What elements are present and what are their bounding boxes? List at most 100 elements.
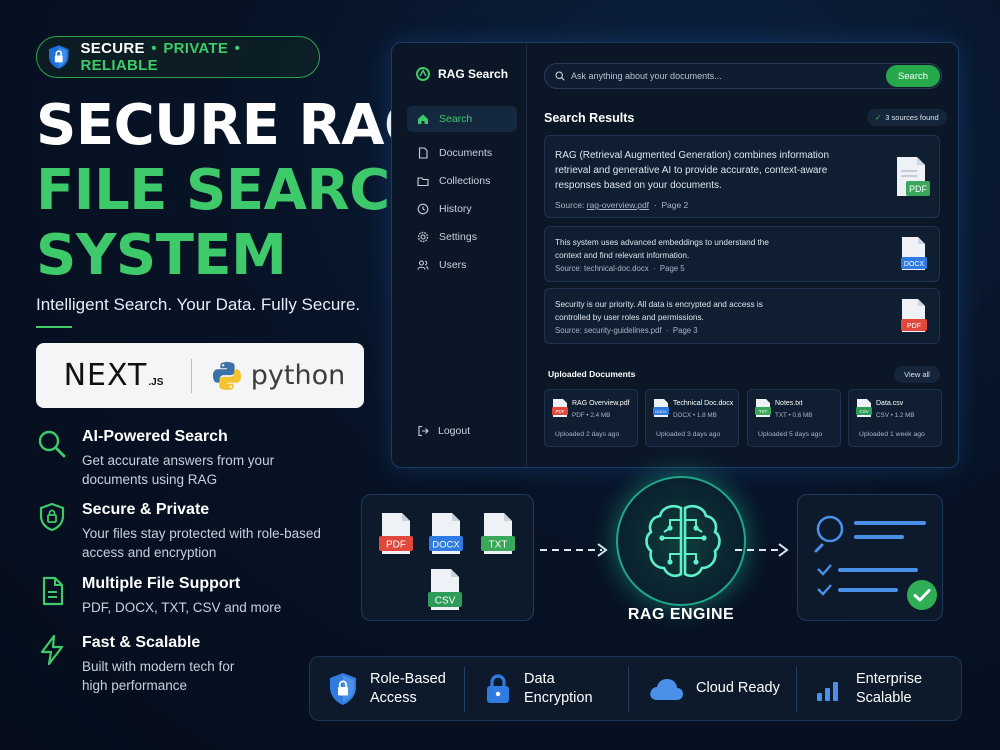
result-text-line: This system uses advanced embeddings to … [555,238,769,247]
search-results-title: Search Results [544,111,635,125]
hero-title-line-1: SECURE RAG [36,93,430,158]
document-card[interactable]: CSV Data.csv CSV • 1.2 MB Uploaded 1 wee… [848,389,942,447]
document-icon [418,147,428,159]
feature-desc-line-1: PDF, DOCX, TXT, CSV and more [82,600,282,615]
document-card[interactable]: DOCX Technical Doc.docx DOCX • 1.8 MB Up… [645,389,739,447]
feature-desc-line-1: Your files stay protected with role-base… [82,526,321,541]
cloud-icon [650,678,683,700]
sidebar-item-label: Search [439,113,473,125]
sidebar-item-search[interactable]: Search [407,106,517,132]
feature-label-line-2: Encryption [524,689,593,706]
document-card[interactable]: TXT Notes.txt TXT • 0.6 MB Uploaded 5 da… [747,389,841,447]
app-brand[interactable]: RAG Search [416,67,508,81]
document-card[interactable]: PDF RAG Overview.pdf PDF • 2.4 MB Upload… [544,389,638,447]
source-file-link[interactable]: technical-doc.docx [584,264,649,273]
source-page: Page 2 [661,200,689,210]
sidebar-item-documents[interactable]: Documents [407,140,517,166]
document-uploaded: Uploaded 1 week ago [859,431,925,438]
search-result-card[interactable]: Security is our priority. All data is en… [544,288,940,344]
feature-divider [628,667,629,712]
badge-separator: • [234,40,241,57]
source-page: Page 5 [659,264,685,273]
pdf-file-icon: PDF [897,157,930,196]
file-type-label: TXT [759,409,768,414]
output-results-box [797,494,943,621]
sidebar-item-settings[interactable]: Settings [407,224,517,250]
document-uploaded: Uploaded 5 days ago [758,431,823,438]
tech-divider [191,358,192,393]
python-logo-text: python [250,360,346,391]
lock-icon [487,673,509,703]
document-meta: DOCX • 1.8 MB [673,412,717,419]
pdf-file-icon: PDF [552,399,568,417]
csv-file-icon: CSV [428,569,462,610]
file-type-label: DOCX [904,261,925,268]
docx-file-icon: DOCX [901,237,927,270]
tagline-underline [36,326,72,328]
source-file-link[interactable]: rag-overview.pdf [586,200,650,210]
file-type-label: PDF [386,540,406,551]
search-input[interactable] [571,71,881,81]
brand-logo-icon [416,67,430,81]
dashed-arrow-icon [540,543,608,557]
search-icon [555,71,565,81]
source-label: Source: [555,326,582,335]
app-brand-name: RAG Search [438,67,509,81]
sidebar-item-label: Settings [439,231,477,243]
document-type: TXT [775,412,787,419]
users-icon [417,260,429,270]
feature-multiple-files: Multiple File Support PDF, DOCX, TXT, CS… [36,575,336,617]
logout-label: Logout [438,425,471,437]
view-all-button[interactable]: View all [894,366,940,383]
python-logo: python [192,360,364,392]
feature-bar: Role-Based Access Data Encryption Cloud … [309,656,962,721]
result-text-line: controlled by user roles and permissions… [555,312,704,322]
badge-word-reliable: RELIABLE [80,57,158,74]
document-size: 1.2 MB [894,412,915,419]
file-type-label: TXT [489,540,508,551]
logout-button[interactable]: Logout [417,425,470,437]
document-meta: TXT • 0.6 MB [775,412,813,419]
docx-file-icon: DOCX [653,399,669,417]
source-file-link[interactable]: security-guidelines.pdf [584,326,662,335]
feature-enterprise-scalable: Enterprise Scalable [816,657,922,720]
search-results-icon [814,515,926,596]
sidebar-item-history[interactable]: History [407,196,517,222]
feature-desc-line-1: Built with modern tech for [82,659,235,674]
feature-desc-line-2: high performance [82,678,188,693]
feature-fast-scalable: Fast & Scalable Built with modern tech f… [36,634,336,695]
file-type-label: PDF [556,409,565,414]
result-text-line: context and find relevant information. [555,250,690,260]
check-circle-icon [907,580,937,610]
search-bar [544,63,942,89]
result-text-line: retrieval and generative AI to provide a… [555,165,828,176]
file-type-label: PDF [907,323,921,330]
document-uploaded: Uploaded 3 days ago [656,431,721,438]
source-separator: · [650,264,660,273]
feature-cloud-ready: Cloud Ready [648,657,780,720]
document-name: Technical Doc.docx [673,400,734,407]
sidebar-item-users[interactable]: Users [407,252,517,278]
pdf-file-icon: PDF [901,299,927,332]
badge-separator: • [151,40,157,57]
file-type-label: CSV [435,596,456,607]
rag-engine-label: RAG ENGINE [627,606,735,623]
sources-found-label: 3 sources found [885,113,939,122]
uploaded-documents-title: Uploaded Documents [548,369,636,379]
search-icon [38,430,66,458]
file-type-label: PDF [909,184,928,194]
feature-title: Multiple File Support [82,575,241,592]
feature-role-based-access: Role-Based Access [328,657,446,720]
txt-file-icon: TXT [755,399,771,417]
document-type: PDF [572,412,585,419]
feature-divider [464,667,465,712]
search-button[interactable]: Search [886,65,940,87]
search-result-card[interactable]: This system uses advanced embeddings to … [544,226,940,282]
feature-ai-search: AI-Powered Search Get accurate answers f… [36,428,336,489]
feature-label-line-1: Enterprise [856,670,923,687]
feature-title: AI-Powered Search [82,428,228,445]
sources-found-badge: ✓ 3 sources found [867,109,947,126]
sidebar-item-label: Collections [439,175,491,187]
sidebar-item-collections[interactable]: Collections [407,168,517,194]
search-result-card[interactable]: RAG (Retrieval Augmented Generation) com… [544,135,940,218]
